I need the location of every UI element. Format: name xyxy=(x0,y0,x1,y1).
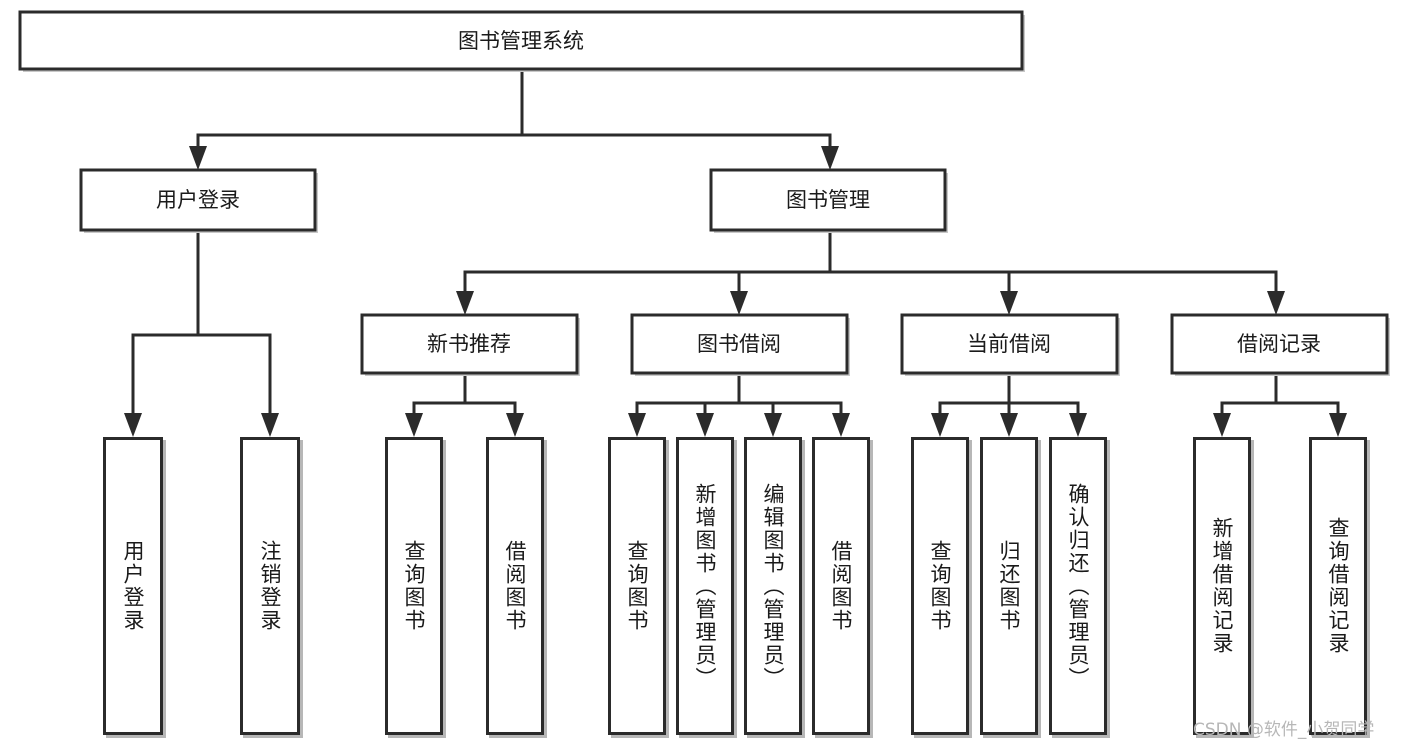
leaf-label-wrap: 用户登录 xyxy=(106,440,160,732)
leaf-node-bookborrow-borrow-book[interactable]: 借阅图书 xyxy=(812,437,870,735)
leaf-label-wrap: 查询借阅记录 xyxy=(1312,440,1364,732)
arrowhead-newbook xyxy=(456,291,474,315)
edge-group-userlogin-children xyxy=(124,231,279,437)
edge-group-borrowrecord-children xyxy=(1213,374,1347,437)
edge-group-newbook-children xyxy=(405,374,524,437)
leaf-label: 查询图书 xyxy=(625,540,650,632)
leaf-node-user-login-login[interactable]: 用户登录 xyxy=(103,437,163,735)
leaf-label-wrap: 编辑图书（管理员） xyxy=(747,440,799,732)
node-user-login[interactable]: 用户登录 xyxy=(79,168,318,233)
node-root-label: 图书管理系统 xyxy=(458,29,584,53)
edge-group-currentborrow-children xyxy=(931,374,1087,437)
leaf-label-wrap: 归还图书 xyxy=(983,440,1035,732)
edge-group-root-to-level2 xyxy=(189,69,839,170)
leaf-label: 用户登录 xyxy=(121,540,146,632)
node-book-management-label: 图书管理 xyxy=(786,188,870,212)
leaf-node-bookborrow-edit-book-admin[interactable]: 编辑图书（管理员） xyxy=(744,437,802,735)
leaf-node-borrowrecord-query-record[interactable]: 查询借阅记录 xyxy=(1309,437,1367,735)
node-book-management-box[interactable] xyxy=(709,168,947,232)
leaf-label: 查询借阅记录 xyxy=(1326,517,1351,655)
arrowhead-leaf-currentborrow-1 xyxy=(931,413,949,437)
arrowhead-leaf-bookborrow-4 xyxy=(832,413,850,437)
arrowhead-leaf-currentborrow-2 xyxy=(1000,413,1018,437)
node-book-borrow-label: 图书借阅 xyxy=(697,332,781,356)
node-borrow-record-label: 借阅记录 xyxy=(1237,332,1321,356)
node-new-book-recommend-label: 新书推荐 xyxy=(427,332,511,356)
node-new-book-recommend-box[interactable] xyxy=(360,313,579,375)
leaf-label-wrap: 查询图书 xyxy=(388,440,440,732)
leaf-label-wrap: 借阅图书 xyxy=(815,440,867,732)
node-borrow-record[interactable]: 借阅记录 xyxy=(1170,313,1390,376)
arrowhead-leaf-newbook-1 xyxy=(405,413,423,437)
edge-group-bookborrow-children xyxy=(628,374,850,437)
leaf-label: 新增图书（管理员） xyxy=(693,482,718,690)
node-root[interactable]: 图书管理系统 xyxy=(18,10,1025,72)
node-user-login-label: 用户登录 xyxy=(156,188,240,212)
arrowhead-leaf-currentborrow-3 xyxy=(1069,413,1087,437)
node-current-borrow-label: 当前借阅 xyxy=(967,332,1051,356)
arrowhead-leaf-borrowrecord-2 xyxy=(1329,413,1347,437)
node-book-borrow-box[interactable] xyxy=(630,313,849,375)
arrowhead-leaf-user-login-2 xyxy=(261,413,279,437)
leaf-label-wrap: 查询图书 xyxy=(914,440,966,732)
leaf-label: 注销登录 xyxy=(258,540,283,632)
node-current-borrow-box[interactable] xyxy=(900,313,1119,375)
node-current-borrow[interactable]: 当前借阅 xyxy=(900,313,1120,376)
leaf-label-wrap: 确认归还（管理员） xyxy=(1052,440,1104,732)
leaf-node-bookborrow-query-book[interactable]: 查询图书 xyxy=(608,437,666,735)
arrowhead-leaf-newbook-2 xyxy=(506,413,524,437)
leaf-label: 确认归还（管理员） xyxy=(1066,482,1091,690)
leaf-label-wrap: 借阅图书 xyxy=(489,440,541,732)
arrowhead-leaf-bookborrow-1 xyxy=(628,413,646,437)
leaf-node-borrowrecord-add-record[interactable]: 新增借阅记录 xyxy=(1193,437,1251,735)
arrowhead-bookmgmt xyxy=(821,146,839,170)
arrowhead-leaf-borrowrecord-1 xyxy=(1213,413,1231,437)
node-book-management[interactable]: 图书管理 xyxy=(709,168,948,233)
leaf-label-wrap: 注销登录 xyxy=(243,440,297,732)
leaf-node-bookborrow-add-book-admin[interactable]: 新增图书（管理员） xyxy=(676,437,734,735)
arrowhead-bookborrow xyxy=(730,291,748,315)
leaf-label-wrap: 新增借阅记录 xyxy=(1196,440,1248,732)
leaf-node-currentborrow-return-book[interactable]: 归还图书 xyxy=(980,437,1038,735)
leaf-label: 查询图书 xyxy=(402,540,427,632)
node-borrow-record-box[interactable] xyxy=(1170,313,1389,375)
leaf-label: 查询图书 xyxy=(928,540,953,632)
node-new-book-recommend[interactable]: 新书推荐 xyxy=(360,313,580,376)
arrowhead-leaf-bookborrow-2 xyxy=(696,413,714,437)
leaf-node-currentborrow-query-book[interactable]: 查询图书 xyxy=(911,437,969,735)
arrowhead-leaf-bookborrow-3 xyxy=(764,413,782,437)
leaf-label: 编辑图书（管理员） xyxy=(761,482,786,690)
arrowhead-userlogin xyxy=(189,146,207,170)
arrowhead-leaf-user-login-1 xyxy=(124,413,142,437)
leaf-label: 借阅图书 xyxy=(503,540,528,632)
arrowhead-currentborrow xyxy=(1000,291,1018,315)
leaf-label: 归还图书 xyxy=(997,540,1022,632)
node-book-borrow[interactable]: 图书借阅 xyxy=(630,313,850,376)
leaf-node-newbook-query-book[interactable]: 查询图书 xyxy=(385,437,443,735)
leaf-label: 新增借阅记录 xyxy=(1210,517,1235,655)
leaf-node-currentborrow-confirm-return-admin[interactable]: 确认归还（管理员） xyxy=(1049,437,1107,735)
node-user-login-box[interactable] xyxy=(79,168,317,232)
leaf-label-wrap: 新增图书（管理员） xyxy=(679,440,731,732)
node-root-box[interactable] xyxy=(18,10,1024,71)
edge-group-bookmgmt-to-level3 xyxy=(456,231,1285,315)
leaf-node-newbook-borrow-book[interactable]: 借阅图书 xyxy=(486,437,544,735)
arrowhead-borrowrecord xyxy=(1267,291,1285,315)
leaf-node-user-login-logout[interactable]: 注销登录 xyxy=(240,437,300,735)
leaf-label: 借阅图书 xyxy=(829,540,854,632)
leaf-label-wrap: 查询图书 xyxy=(611,440,663,732)
